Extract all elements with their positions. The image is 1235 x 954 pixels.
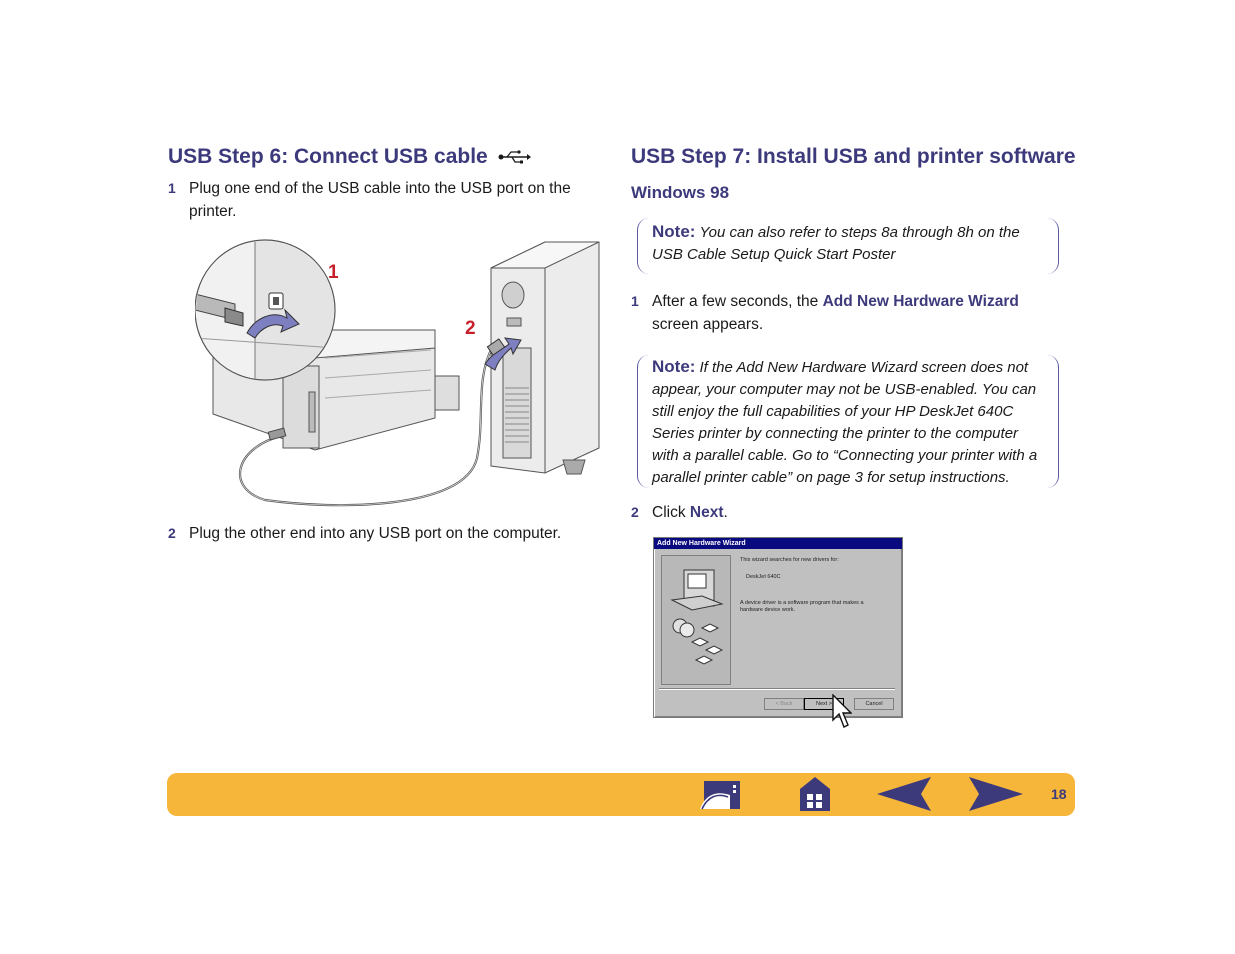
magnified-usb-port-detail — [195, 239, 336, 381]
step6-title-text: USB Step 6: Connect USB cable — [168, 145, 488, 168]
step6-item-1: 1 Plug one end of the USB cable into the… — [168, 177, 588, 223]
step7-item-2-pre: Click — [652, 504, 690, 521]
page-number: 18 — [1051, 786, 1067, 802]
step7-item-2-text: Click Next. — [631, 501, 1061, 524]
usb-icon — [498, 150, 531, 164]
back-arrow-icon[interactable] — [877, 777, 933, 811]
callout-1: 1 — [328, 262, 339, 283]
step7-item-1: 1 After a few seconds, the Add New Hardw… — [631, 290, 1061, 336]
cancel-button[interactable]: Cancel — [854, 698, 894, 710]
mouse-cursor-icon — [832, 694, 852, 728]
step7-item-2: 2 Click Next. — [631, 501, 1061, 524]
wizard-graphic — [661, 555, 731, 685]
step7-item-1-pre: After a few seconds, the — [652, 293, 823, 310]
computer-tower — [490, 241, 600, 475]
note-box-1: Note:You can also refer to steps 8a thro… — [637, 218, 1059, 274]
back-button[interactable]: < Back — [764, 698, 804, 710]
step7-title: USB Step 7: Install USB and printer soft… — [631, 145, 1076, 168]
note-box-2: Note:If the Add New Hardware Wizard scre… — [637, 355, 1059, 488]
next-label: Next — [689, 504, 724, 521]
note-2-content: Note:If the Add New Hardware Wizard scre… — [652, 357, 1044, 489]
dialog-device-name: DeskJet 640C — [746, 574, 781, 580]
forward-arrow-icon[interactable] — [967, 777, 1023, 811]
dialog-line-1: This wizard searches for new drivers for… — [740, 557, 839, 563]
step7-item-1-text: After a few seconds, the Add New Hardwar… — [631, 290, 1061, 336]
step6-item-2-text: Plug the other end into any USB port on … — [189, 525, 562, 542]
footer-nav-bar: 18 — [167, 773, 1075, 816]
step7-item-1-post: screen appears. — [652, 316, 764, 333]
dialog-line-2: A device driver is a software program th… — [740, 600, 864, 606]
step7-item-2-number: 2 — [631, 504, 639, 520]
note-1-label: Note: — [652, 222, 696, 241]
step7-item-1-number: 1 — [631, 293, 639, 309]
home-icon[interactable] — [800, 777, 830, 811]
step7-item-2-post: . — [723, 504, 728, 521]
note-2-label: Note: — [652, 357, 696, 376]
add-new-hardware-wizard-dialog: Add New Hardware Wizard This wizard sear… — [653, 537, 903, 718]
step6-item-1-text: Plug one end of the USB cable into the U… — [189, 180, 571, 220]
dialog-divider — [659, 688, 895, 690]
note-2-text: If the Add New Hardware Wizard screen do… — [652, 359, 1038, 486]
step6-title: USB Step 6: Connect USB cable — [168, 145, 532, 169]
step6-item-1-number: 1 — [168, 180, 176, 196]
step6-item-2: 2 Plug the other end into any USB port o… — [168, 522, 588, 545]
dialog-titlebar: Add New Hardware Wizard — [654, 538, 902, 549]
dialog-line-3: hardware device work. — [740, 607, 796, 613]
step6-item-2-number: 2 — [168, 525, 176, 541]
usb-connection-illustration — [195, 239, 600, 507]
step7-subtitle: Windows 98 — [631, 183, 730, 202]
printer-icon[interactable] — [700, 779, 742, 811]
callout-2: 2 — [465, 318, 476, 339]
wizard-computer-icon — [670, 569, 724, 665]
add-new-hardware-wizard-label: Add New Hardware Wizard — [822, 293, 1019, 310]
note-1-content: Note:You can also refer to steps 8a thro… — [652, 222, 1047, 266]
note-1-text: You can also refer to steps 8a through 8… — [652, 224, 1020, 263]
